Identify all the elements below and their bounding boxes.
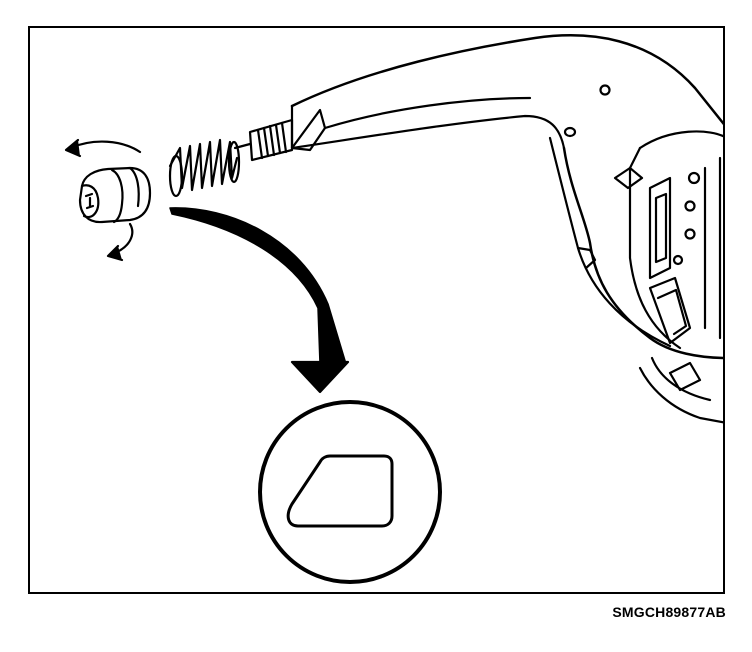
mounting-bracket bbox=[613, 130, 723, 424]
rotate-arrow-top bbox=[64, 138, 142, 158]
bracket-bolt bbox=[687, 171, 701, 185]
release-button-knob bbox=[78, 166, 152, 224]
detail-pointer-arrow bbox=[169, 207, 350, 394]
bracket-bolt bbox=[672, 254, 684, 266]
threaded-rod bbox=[233, 118, 294, 162]
brake-lever-handle bbox=[290, 34, 723, 360]
figure-code-label: SMGCH89877AB bbox=[612, 604, 726, 620]
rotate-arrow-bottom bbox=[106, 222, 134, 262]
illustration-frame bbox=[28, 26, 725, 594]
lever-hole bbox=[599, 84, 611, 96]
return-spring bbox=[168, 138, 241, 198]
bracket-bolt bbox=[684, 228, 696, 240]
bracket-bolt bbox=[684, 200, 696, 212]
lever-hole bbox=[563, 126, 577, 138]
knob-profile-detail-circle bbox=[258, 400, 442, 584]
parking-brake-lever-illustration bbox=[64, 34, 723, 584]
